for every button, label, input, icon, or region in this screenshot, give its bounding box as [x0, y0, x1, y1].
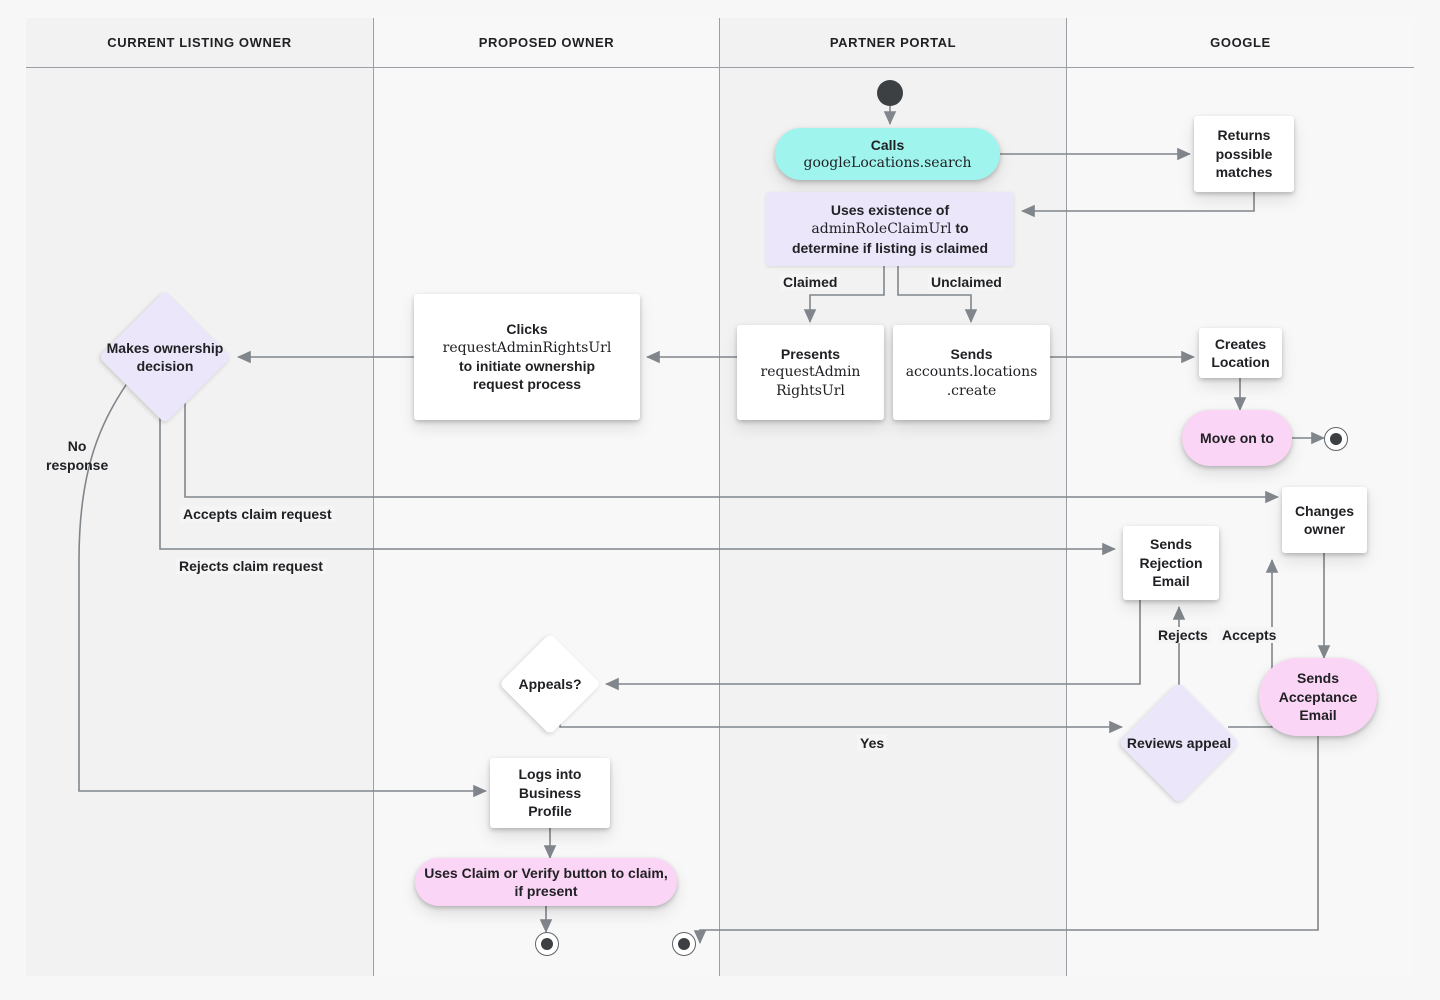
node-uses-existence-of-admin-role-claim-url[interactable]: Uses existence of adminRoleClaimUrl to d…: [766, 192, 1014, 266]
node-line-2: requestAdmin: [760, 364, 861, 381]
node-line-3: RightsUrl: [776, 382, 845, 399]
node-label: Returns possible matches: [1215, 127, 1273, 181]
lane-header-label: GOOGLE: [1210, 35, 1271, 50]
edge-label-rejects-claim-request: Rejects claim request: [176, 558, 326, 574]
node-changes-owner[interactable]: Changes owner: [1282, 487, 1367, 553]
node-line-4: determine if listing is claimed: [791, 239, 989, 256]
edge-label-no-response: No response: [43, 437, 111, 475]
node-sends-acceptance-email[interactable]: Sends Acceptance Email: [1259, 658, 1377, 736]
node-reviews-appeal[interactable]: Reviews appeal: [1118, 682, 1240, 804]
end-node-partner-portal: [672, 932, 696, 956]
edge-label-no-response-line-2: response: [46, 456, 109, 473]
node-presents-request-admin-rights-url[interactable]: Presents requestAdmin RightsUrl: [737, 325, 884, 420]
edge-label-rejects: Rejects: [1155, 627, 1211, 643]
node-sends-rejection-email[interactable]: Sends Rejection Email: [1123, 526, 1219, 600]
node-label: Sends Rejection Email: [1139, 536, 1203, 590]
node-line-2-wrap: adminRoleClaimUrl to: [811, 219, 968, 238]
node-line-1: Calls: [870, 136, 905, 153]
end-node-proposed-owner: [535, 932, 559, 956]
node-line-4: request process: [472, 376, 582, 393]
node-line-1: Uses existence of: [830, 201, 950, 218]
node-uses-claim-or-verify-button[interactable]: Uses Claim or Verify button to claim, if…: [415, 858, 677, 906]
start-node: [877, 80, 903, 106]
node-line-3: to initiate ownership: [458, 358, 596, 374]
edge-label-no-response-line-1: No: [67, 438, 87, 454]
node-sends-accounts-locations-create[interactable]: Sends accounts.locations .create: [893, 325, 1050, 420]
node-label: Appeals?: [518, 675, 582, 692]
node-label: Changes owner: [1294, 502, 1355, 537]
lane-header-label: CURRENT LISTING OWNER: [107, 35, 292, 50]
lane-header-partner-portal: PARTNER PORTAL: [720, 18, 1067, 68]
node-line-1: Sends: [950, 345, 993, 362]
node-label: Move on to: [1200, 429, 1274, 446]
edge-label-accepts-claim-request: Accepts claim request: [180, 506, 335, 522]
node-clicks-request-admin-rights-url[interactable]: Clicks requestAdminRightsUrl to initiate…: [414, 294, 640, 420]
node-line-2: requestAdminRightsUrl: [442, 339, 612, 356]
lane-header-label: PARTNER PORTAL: [829, 35, 957, 50]
node-label: Makes ownership decision: [106, 339, 224, 374]
node-creates-location[interactable]: Creates Location: [1199, 328, 1282, 378]
lane-header-proposed-owner: PROPOSED OWNER: [374, 18, 720, 68]
node-label: Logs into Business Profile: [518, 766, 582, 820]
node-line-3: to: [951, 220, 969, 237]
lane-header-current-listing-owner: CURRENT LISTING OWNER: [26, 18, 374, 68]
node-line-1: Clicks: [506, 321, 548, 338]
lane-header-google: GOOGLE: [1067, 18, 1414, 68]
end-node-google: [1324, 427, 1348, 451]
lane-body-current-listing-owner: [26, 68, 374, 976]
edge-label-yes: Yes: [857, 735, 888, 751]
lane-header-label: PROPOSED OWNER: [478, 35, 615, 50]
node-line-3: .create: [946, 382, 997, 399]
node-line-2: googleLocations.search: [803, 155, 972, 171]
node-label: Reviews appeal: [1126, 734, 1232, 751]
node-makes-ownership-decision[interactable]: Makes ownership decision: [98, 290, 232, 424]
node-logs-into-business-profile[interactable]: Logs into Business Profile: [490, 758, 610, 828]
node-line-2: accounts.locations: [905, 364, 1038, 381]
node-returns-possible-matches[interactable]: Returns possible matches: [1194, 116, 1294, 192]
node-appeals[interactable]: Appeals?: [499, 633, 601, 735]
node-calls-google-locations-search[interactable]: Calls googleLocations.search: [775, 128, 1000, 180]
node-label: Creates Location: [1211, 335, 1270, 370]
edge-label-unclaimed: Unclaimed: [928, 274, 1005, 290]
edge-label-claimed: Claimed: [780, 274, 841, 290]
edge-label-accepts: Accepts: [1219, 627, 1280, 643]
node-line-2: adminRoleClaimUrl: [811, 221, 952, 238]
node-move-on-to[interactable]: Move on to: [1182, 410, 1292, 466]
node-label: Sends Acceptance Email: [1278, 670, 1358, 724]
node-label: Uses Claim or Verify button to claim, if…: [424, 864, 668, 899]
node-line-1: Presents: [780, 345, 841, 362]
